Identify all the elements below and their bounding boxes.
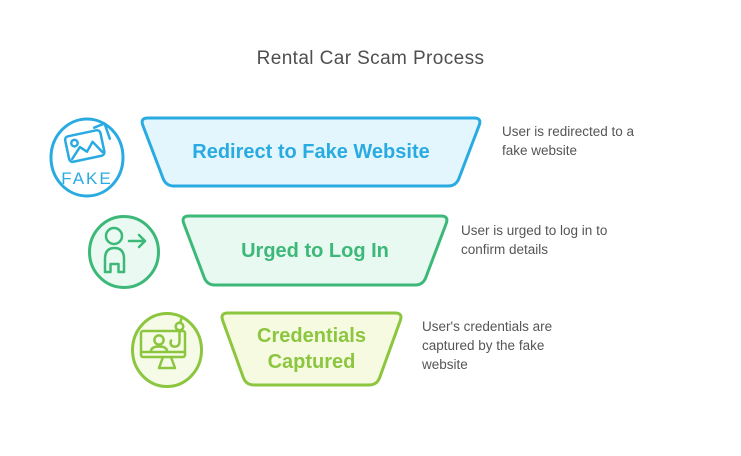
fake-badge-text: FAKE <box>61 169 112 188</box>
page-title: Rental Car Scam Process <box>256 48 485 69</box>
stage-3-description: User's credentials are captured by the f… <box>422 319 553 372</box>
funnel-stage-2-shape <box>181 214 449 287</box>
funnel-stage-1-shape <box>140 116 482 188</box>
onscreen-user-shoulders <box>149 345 169 353</box>
stage-2-label: Urged to Log In <box>241 239 389 262</box>
photo-sun <box>70 138 79 148</box>
arrow-right <box>127 233 147 249</box>
onscreen-user-head <box>153 334 165 346</box>
funnel-stage-3-shape <box>220 311 403 387</box>
user-redirect-icon <box>88 215 160 289</box>
phishing-monitor-icon <box>131 312 203 388</box>
stage-1-description: User is redirected to a fake website <box>502 124 635 158</box>
user-body <box>103 246 126 274</box>
user-head <box>104 226 124 246</box>
stage-3-label: Credentials Captured <box>257 325 366 373</box>
stage-1-label: Redirect to Fake Website <box>192 141 430 163</box>
photo-frame <box>63 128 106 164</box>
stage-2-description: User is urged to log in to confirm detai… <box>461 223 608 257</box>
photo-mountains <box>70 140 104 161</box>
monitor-stand <box>157 355 177 370</box>
hook-curve <box>169 329 181 348</box>
fake-photo-badge-icon: FAKE <box>49 117 125 198</box>
photo-frame-back <box>92 122 112 140</box>
